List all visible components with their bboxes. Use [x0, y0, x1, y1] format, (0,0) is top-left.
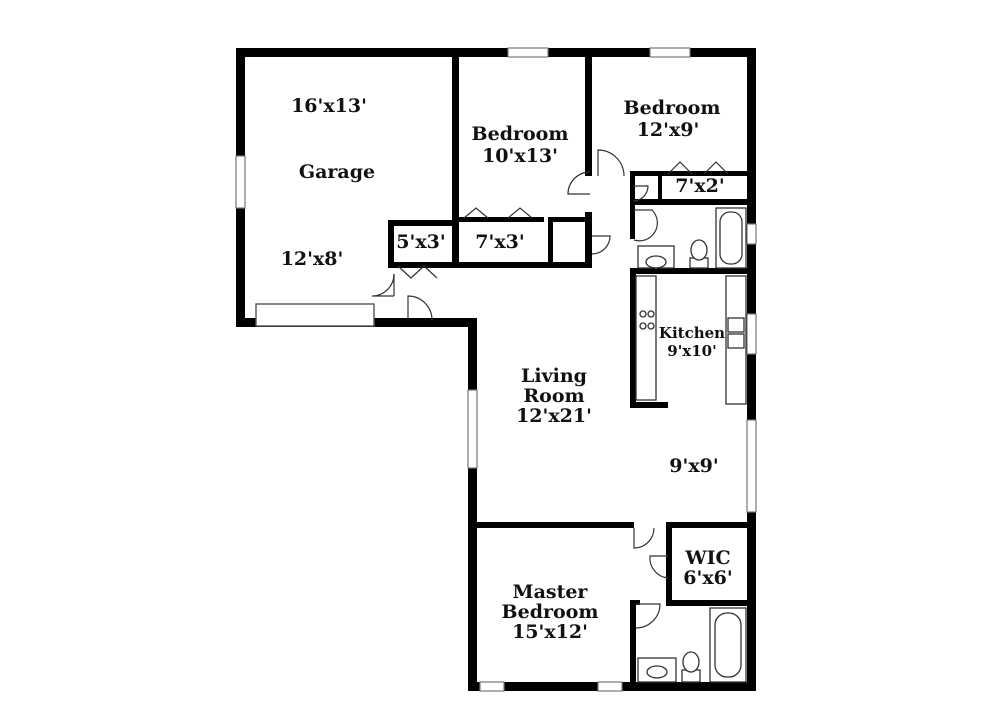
interior-walls: [388, 54, 756, 690]
fixtures: [635, 207, 747, 683]
windows: [235, 47, 757, 692]
wic-label: WIC 6'x6': [683, 547, 732, 589]
garage-label: 16'x13' Garage 12'x8': [281, 95, 375, 270]
doors: [371, 149, 729, 629]
master-bedroom-dim: 15'x12': [512, 621, 588, 643]
closet-bed3-dim: 7'x2': [675, 175, 724, 197]
bedroom-3-dim: 12'x9': [637, 119, 700, 141]
dining-dim: 9'x9': [669, 455, 718, 477]
living-room-dim: 12'x21': [516, 405, 592, 427]
kitchen-name: Kitchen: [659, 324, 725, 342]
bedroom-2-dim: 10'x13': [482, 145, 558, 167]
bedroom-3-label: Bedroom 12'x9': [624, 97, 721, 141]
bedroom-3-name: Bedroom: [624, 97, 721, 119]
living-room-label: Living Room 12'x21': [516, 365, 592, 427]
garage-name: Garage: [299, 161, 375, 183]
garage-door: [255, 303, 375, 327]
master-bedroom-name-1: Master: [513, 581, 589, 603]
master-bedroom-label: Master Bedroom 15'x12': [502, 581, 599, 643]
garage-dim-bottom: 12'x8': [281, 248, 344, 270]
closet-bed2-dim: 7'x3': [475, 231, 524, 253]
wic-dim: 6'x6': [683, 567, 732, 589]
bedroom-2-name: Bedroom: [472, 123, 569, 145]
closet-hall-dim: 5'x3': [396, 231, 445, 253]
wic-name: WIC: [684, 547, 730, 569]
living-room-name-2: Room: [523, 385, 584, 407]
kitchen-dim: 9'x10': [667, 342, 716, 360]
kitchen-label: Kitchen 9'x10': [659, 324, 725, 360]
garage-dim-top: 16'x13': [291, 95, 367, 117]
living-room-name-1: Living: [521, 365, 587, 387]
bedroom-2-label: Bedroom 10'x13': [472, 123, 569, 167]
master-bedroom-name-2: Bedroom: [502, 601, 599, 623]
